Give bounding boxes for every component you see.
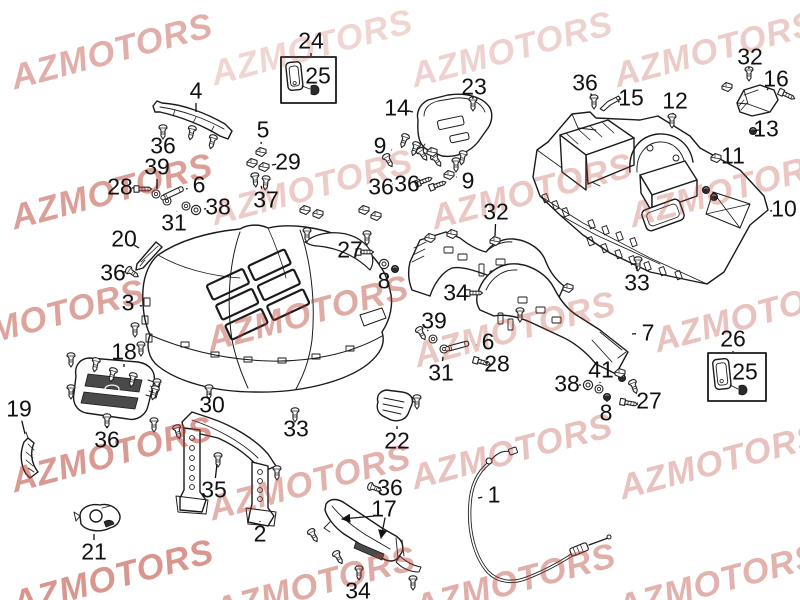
- part-hood-3: [142, 225, 392, 392]
- link-rod-icon: [443, 340, 470, 353]
- part-vent-22: [377, 390, 418, 421]
- nut-icon: [378, 258, 390, 270]
- clip-icon: [443, 169, 455, 181]
- washer-icon: [181, 201, 191, 211]
- part-duct-16: [737, 85, 778, 116]
- part-bracket-21: [74, 504, 120, 530]
- part-reflector-19: [21, 432, 38, 478]
- screw-icon: [158, 124, 168, 140]
- screw-icon: [249, 171, 261, 189]
- part-grille-18: [74, 358, 160, 419]
- clip-icon: [358, 204, 370, 216]
- clip-icon: [721, 81, 733, 93]
- lever-icon: [597, 94, 624, 113]
- bolt-icon: [133, 185, 153, 193]
- link-rod-icon: [159, 185, 185, 202]
- screw-icon: [397, 131, 411, 150]
- clip-icon: [255, 146, 267, 158]
- clip-icon: [312, 208, 324, 220]
- bolt-icon: [471, 355, 492, 368]
- screw-icon: [744, 66, 754, 82]
- screw-icon: [213, 452, 223, 468]
- screw-icon: [171, 423, 185, 441]
- plug-icon: [390, 264, 400, 274]
- screw-icon: [204, 384, 214, 400]
- part-strip-20: [136, 242, 162, 270]
- bolt-icon: [427, 178, 448, 192]
- screw-icon: [272, 465, 282, 481]
- screw-icon: [305, 526, 322, 545]
- part-dash-cover-14: [417, 94, 491, 156]
- bolt-icon: [464, 289, 484, 297]
- bolt-icon: [355, 248, 375, 256]
- clip-icon: [370, 210, 382, 222]
- part-lock-box-24: [281, 57, 336, 103]
- screw-icon: [149, 417, 159, 433]
- bolt-icon: [618, 397, 639, 409]
- screw-icon: [380, 151, 397, 170]
- screw-icon: [260, 174, 272, 192]
- screw-icon: [589, 94, 599, 110]
- washer-icon: [594, 384, 604, 394]
- screw-icon: [102, 413, 112, 429]
- washer-icon: [428, 334, 438, 344]
- clip-icon: [246, 157, 258, 169]
- leader-arrow-17: [341, 513, 388, 539]
- part-support-bracket-2: [176, 412, 276, 526]
- clip-icon: [562, 282, 574, 294]
- clip-icon: [299, 204, 311, 216]
- screw-icon: [290, 407, 300, 423]
- screw-icon: [413, 324, 430, 343]
- screw-icon: [330, 548, 347, 567]
- screw-icon: [130, 322, 140, 338]
- screw-icon: [365, 481, 384, 495]
- part-cable-1: [470, 447, 611, 582]
- plug-icon: [748, 126, 758, 136]
- screw-icon: [185, 124, 198, 142]
- plug-icon: [701, 185, 711, 195]
- screw-icon: [408, 575, 418, 591]
- screw-icon: [136, 341, 146, 357]
- screw-icon: [66, 352, 76, 368]
- plug-icon: [602, 392, 612, 402]
- part-floor-frame-10: [533, 112, 768, 284]
- plug-icon: [709, 192, 719, 202]
- screw-icon: [205, 133, 219, 151]
- screw-icon: [354, 565, 364, 581]
- part-trim-strip-4: [153, 101, 232, 139]
- bolt-icon: [776, 87, 797, 103]
- nut-icon: [582, 379, 594, 391]
- screw-icon: [451, 157, 461, 173]
- screw-icon: [627, 377, 641, 396]
- clip-icon: [258, 161, 270, 173]
- nut-icon: [190, 204, 202, 216]
- part-lock-box-26: [708, 353, 766, 401]
- washer-icon: [151, 189, 161, 199]
